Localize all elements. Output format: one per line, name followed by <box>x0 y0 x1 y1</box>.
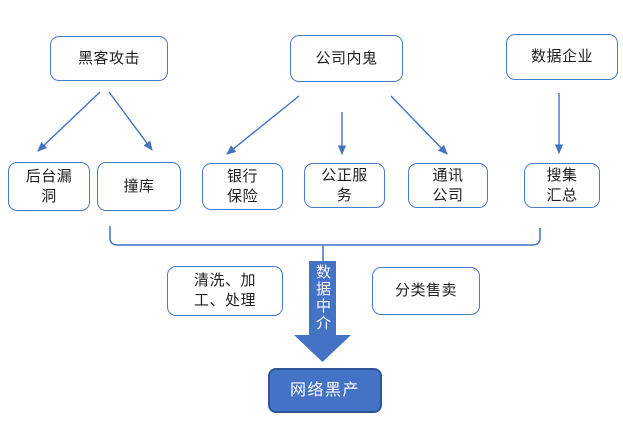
node-hacker-attack: 黑客攻击 <box>50 36 168 81</box>
node-company-insider: 公司内鬼 <box>290 35 403 82</box>
node-classified-selling: 分类售卖 <box>372 267 480 315</box>
arrow-hacker-to-backdoor <box>37 91 101 152</box>
node-clean-process: 清洗、加 工、处理 <box>167 266 283 316</box>
data-broker-arrow-label: 数据中介 <box>314 264 331 332</box>
node-notary-service: 公正服 务 <box>304 163 385 208</box>
arrow-hacker-to-stuffing <box>108 91 153 151</box>
node-backend-vulnerability: 后台漏 洞 <box>8 162 90 211</box>
arrow-insider-to-telecom <box>390 95 448 155</box>
node-network-black-market: 网络黑产 <box>268 368 382 413</box>
node-credential-stuffing: 撞库 <box>97 162 181 211</box>
arrow-insider-to-bank <box>226 95 300 155</box>
node-telecom-company: 通讯 公司 <box>408 163 488 208</box>
grouping-bracket <box>109 226 541 246</box>
node-bank-insurance: 银行 保险 <box>202 163 283 210</box>
data-broker-arrow <box>294 261 351 362</box>
node-data-enterprise: 数据企业 <box>506 34 618 80</box>
node-collect-summarize: 搜集 汇总 <box>524 163 600 208</box>
